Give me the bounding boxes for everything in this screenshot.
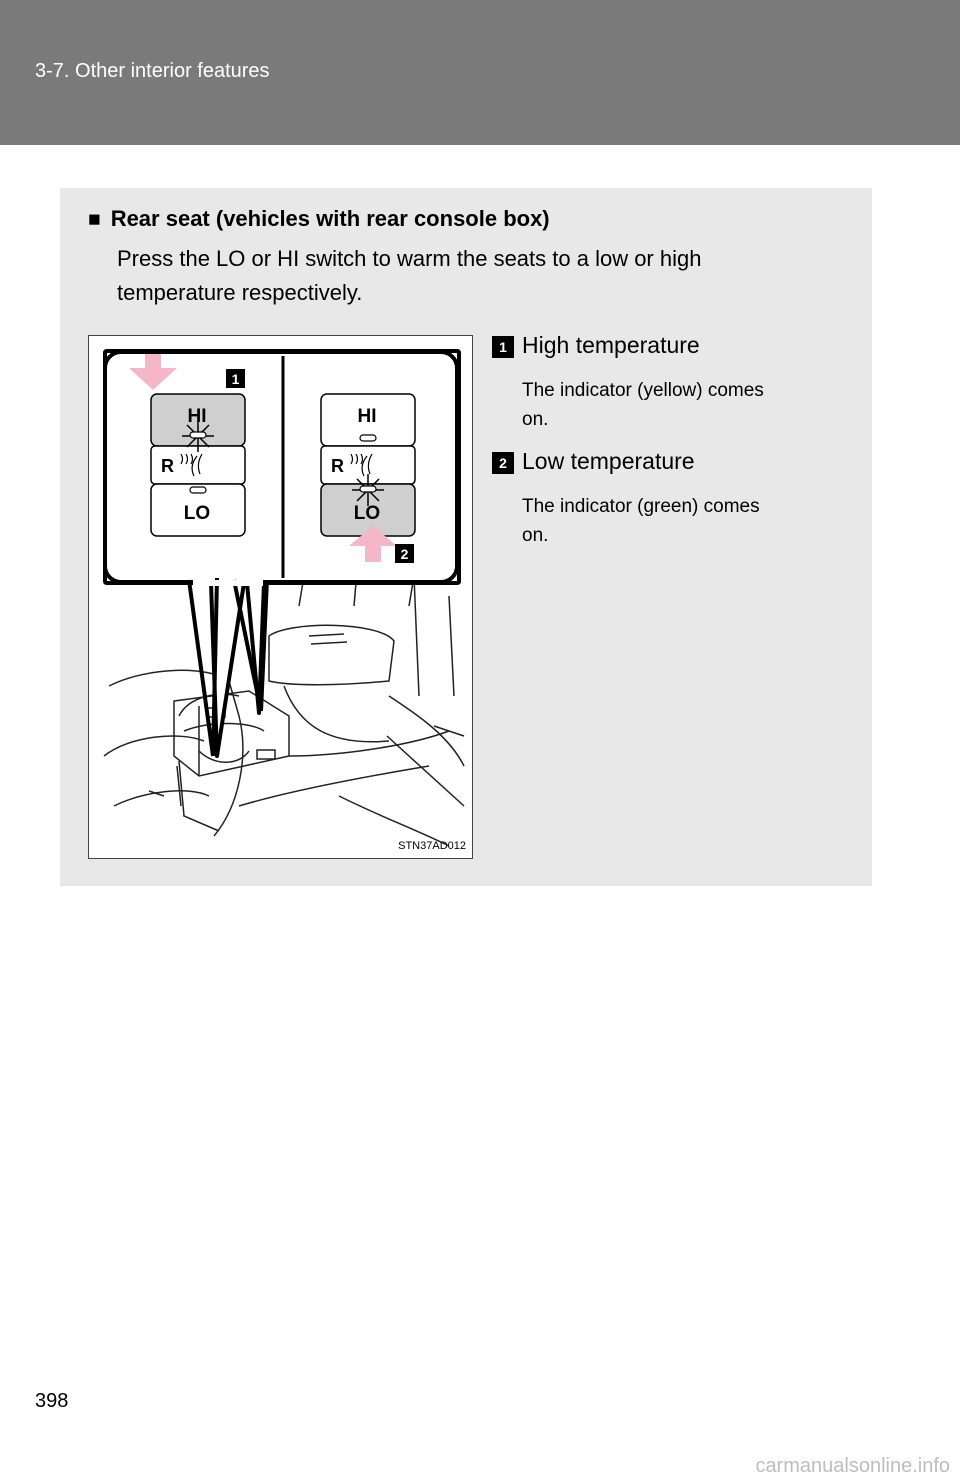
page-number: 398 [35,1390,69,1412]
left-switch-group [129,354,246,537]
figure-callout-1: 1 [232,371,240,387]
item-1-badge: 1 [492,336,514,358]
item-1-desc-line1: The indicator (yellow) comes [522,380,764,401]
figure-code: STN37AD012 [398,840,466,852]
rear-seat-drawing [103,570,465,847]
section-heading: ■ Rear seat (vehicles with rear console b… [88,206,550,232]
section-body-line2: temperature respectively. [117,280,363,305]
item-1-desc-line2: on. [522,409,549,430]
chapter-title: 3-7. Other interior features [35,60,270,82]
seat-heater-illustration: HI R LO HI R LO 1 2 STN37AD01 [88,335,473,859]
section-bullet: ■ [88,208,101,231]
section-heading-text: Rear seat (vehicles with rear console bo… [110,206,550,231]
left-r-label: R [161,456,174,476]
item-2-title: Low temperature [522,448,695,474]
left-hi-label: HI [188,406,207,427]
figure-callout-2-box [395,544,414,563]
right-hi-label: HI [358,406,377,427]
watermark: carmanualsonline.info [755,1455,950,1477]
right-r-label: R [331,456,344,476]
figure-callout-1-box [226,369,245,388]
item-2-desc-line2: on. [522,525,549,546]
left-lo-label: LO [184,503,210,524]
right-switch-group [320,393,416,562]
press-arrow-lo [349,526,397,562]
press-arrow-hi [129,354,177,390]
figure-callout-2: 2 [401,546,409,562]
item-1-title: High temperature [522,332,700,358]
section-body-line1: Press the LO or HI switch to warm the se… [117,246,702,271]
illustration-svg: HI R LO HI R LO 1 2 [103,349,465,847]
page-header: 3-7. Other interior features [0,0,960,145]
item-2-badge: 2 [492,452,514,474]
right-lo-label: LO [354,503,380,524]
item-2-desc-line1: The indicator (green) comes [522,496,760,517]
